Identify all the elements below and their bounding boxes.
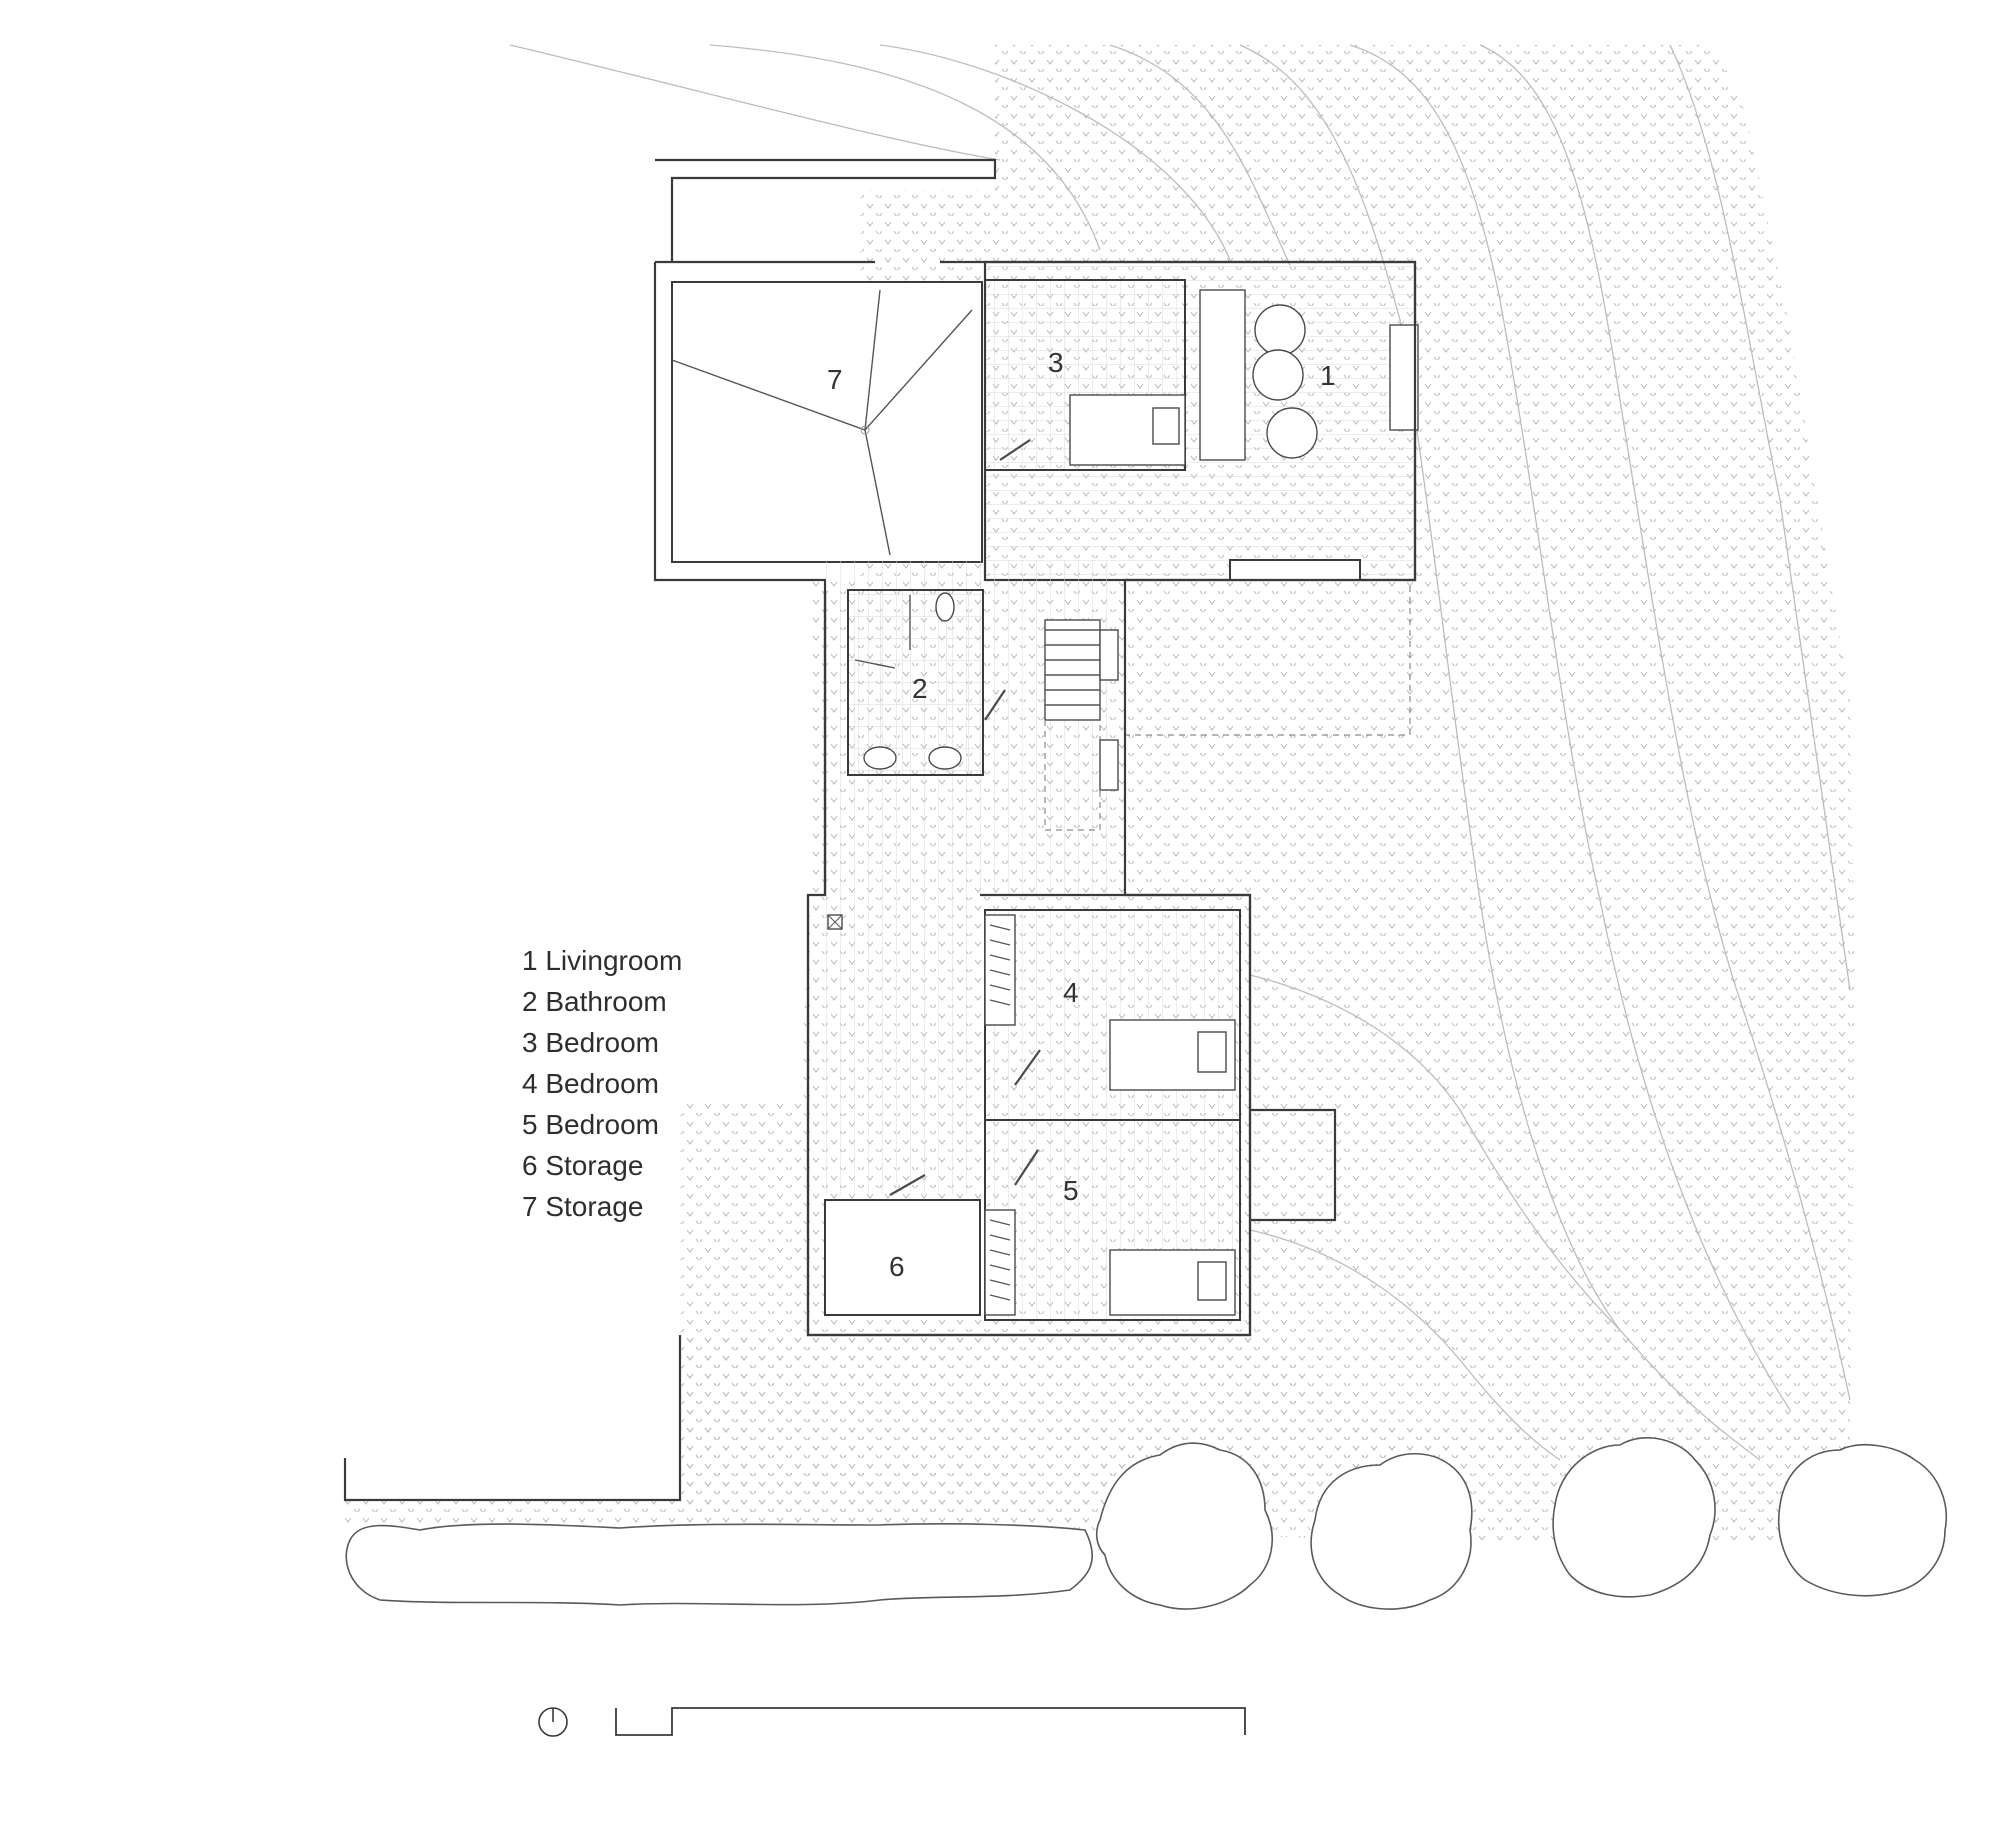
legend-item-6: 6 Storage <box>522 1150 643 1181</box>
legend-item-5: 5 Bedroom <box>522 1109 659 1140</box>
legend-item-2: 2 Bathroom <box>522 986 667 1017</box>
legend: 1 Livingroom 2 Bathroom 3 Bedroom 4 Bedr… <box>522 945 682 1222</box>
terrace-wall <box>1250 1108 1337 1222</box>
bedroom-5-block <box>984 1119 1241 1321</box>
room-label-3: 3 <box>1048 347 1064 378</box>
room-label-1: 1 <box>1320 360 1336 391</box>
contour-lines <box>509 44 1851 1461</box>
retaining-wall-south <box>343 1335 682 1502</box>
room-label-4: 4 <box>1063 977 1079 1008</box>
room-label-6: 6 <box>889 1251 905 1282</box>
bathroom-2-block <box>847 589 1006 776</box>
scale-bar-icon <box>615 1707 1246 1736</box>
room-label-5: 5 <box>1063 1175 1079 1206</box>
north-arrow-icon <box>538 1707 568 1737</box>
legend-item-3: 3 Bedroom <box>522 1027 659 1058</box>
bedroom-4-block <box>984 909 1241 1121</box>
storage-6-block <box>824 1174 981 1316</box>
ground-hatch-south <box>345 1335 1850 1540</box>
bedroom-3-block <box>984 279 1186 471</box>
storage-7-block <box>653 158 997 590</box>
building-outline <box>655 260 1417 1337</box>
legend-item-7: 7 Storage <box>522 1191 643 1222</box>
room-label-2: 2 <box>912 673 928 704</box>
legend-item-1: 1 Livingroom <box>522 945 682 976</box>
tree-icon <box>345 1437 1947 1610</box>
legend-item-4: 4 Bedroom <box>522 1068 659 1099</box>
room-label-7: 7 <box>827 364 843 395</box>
